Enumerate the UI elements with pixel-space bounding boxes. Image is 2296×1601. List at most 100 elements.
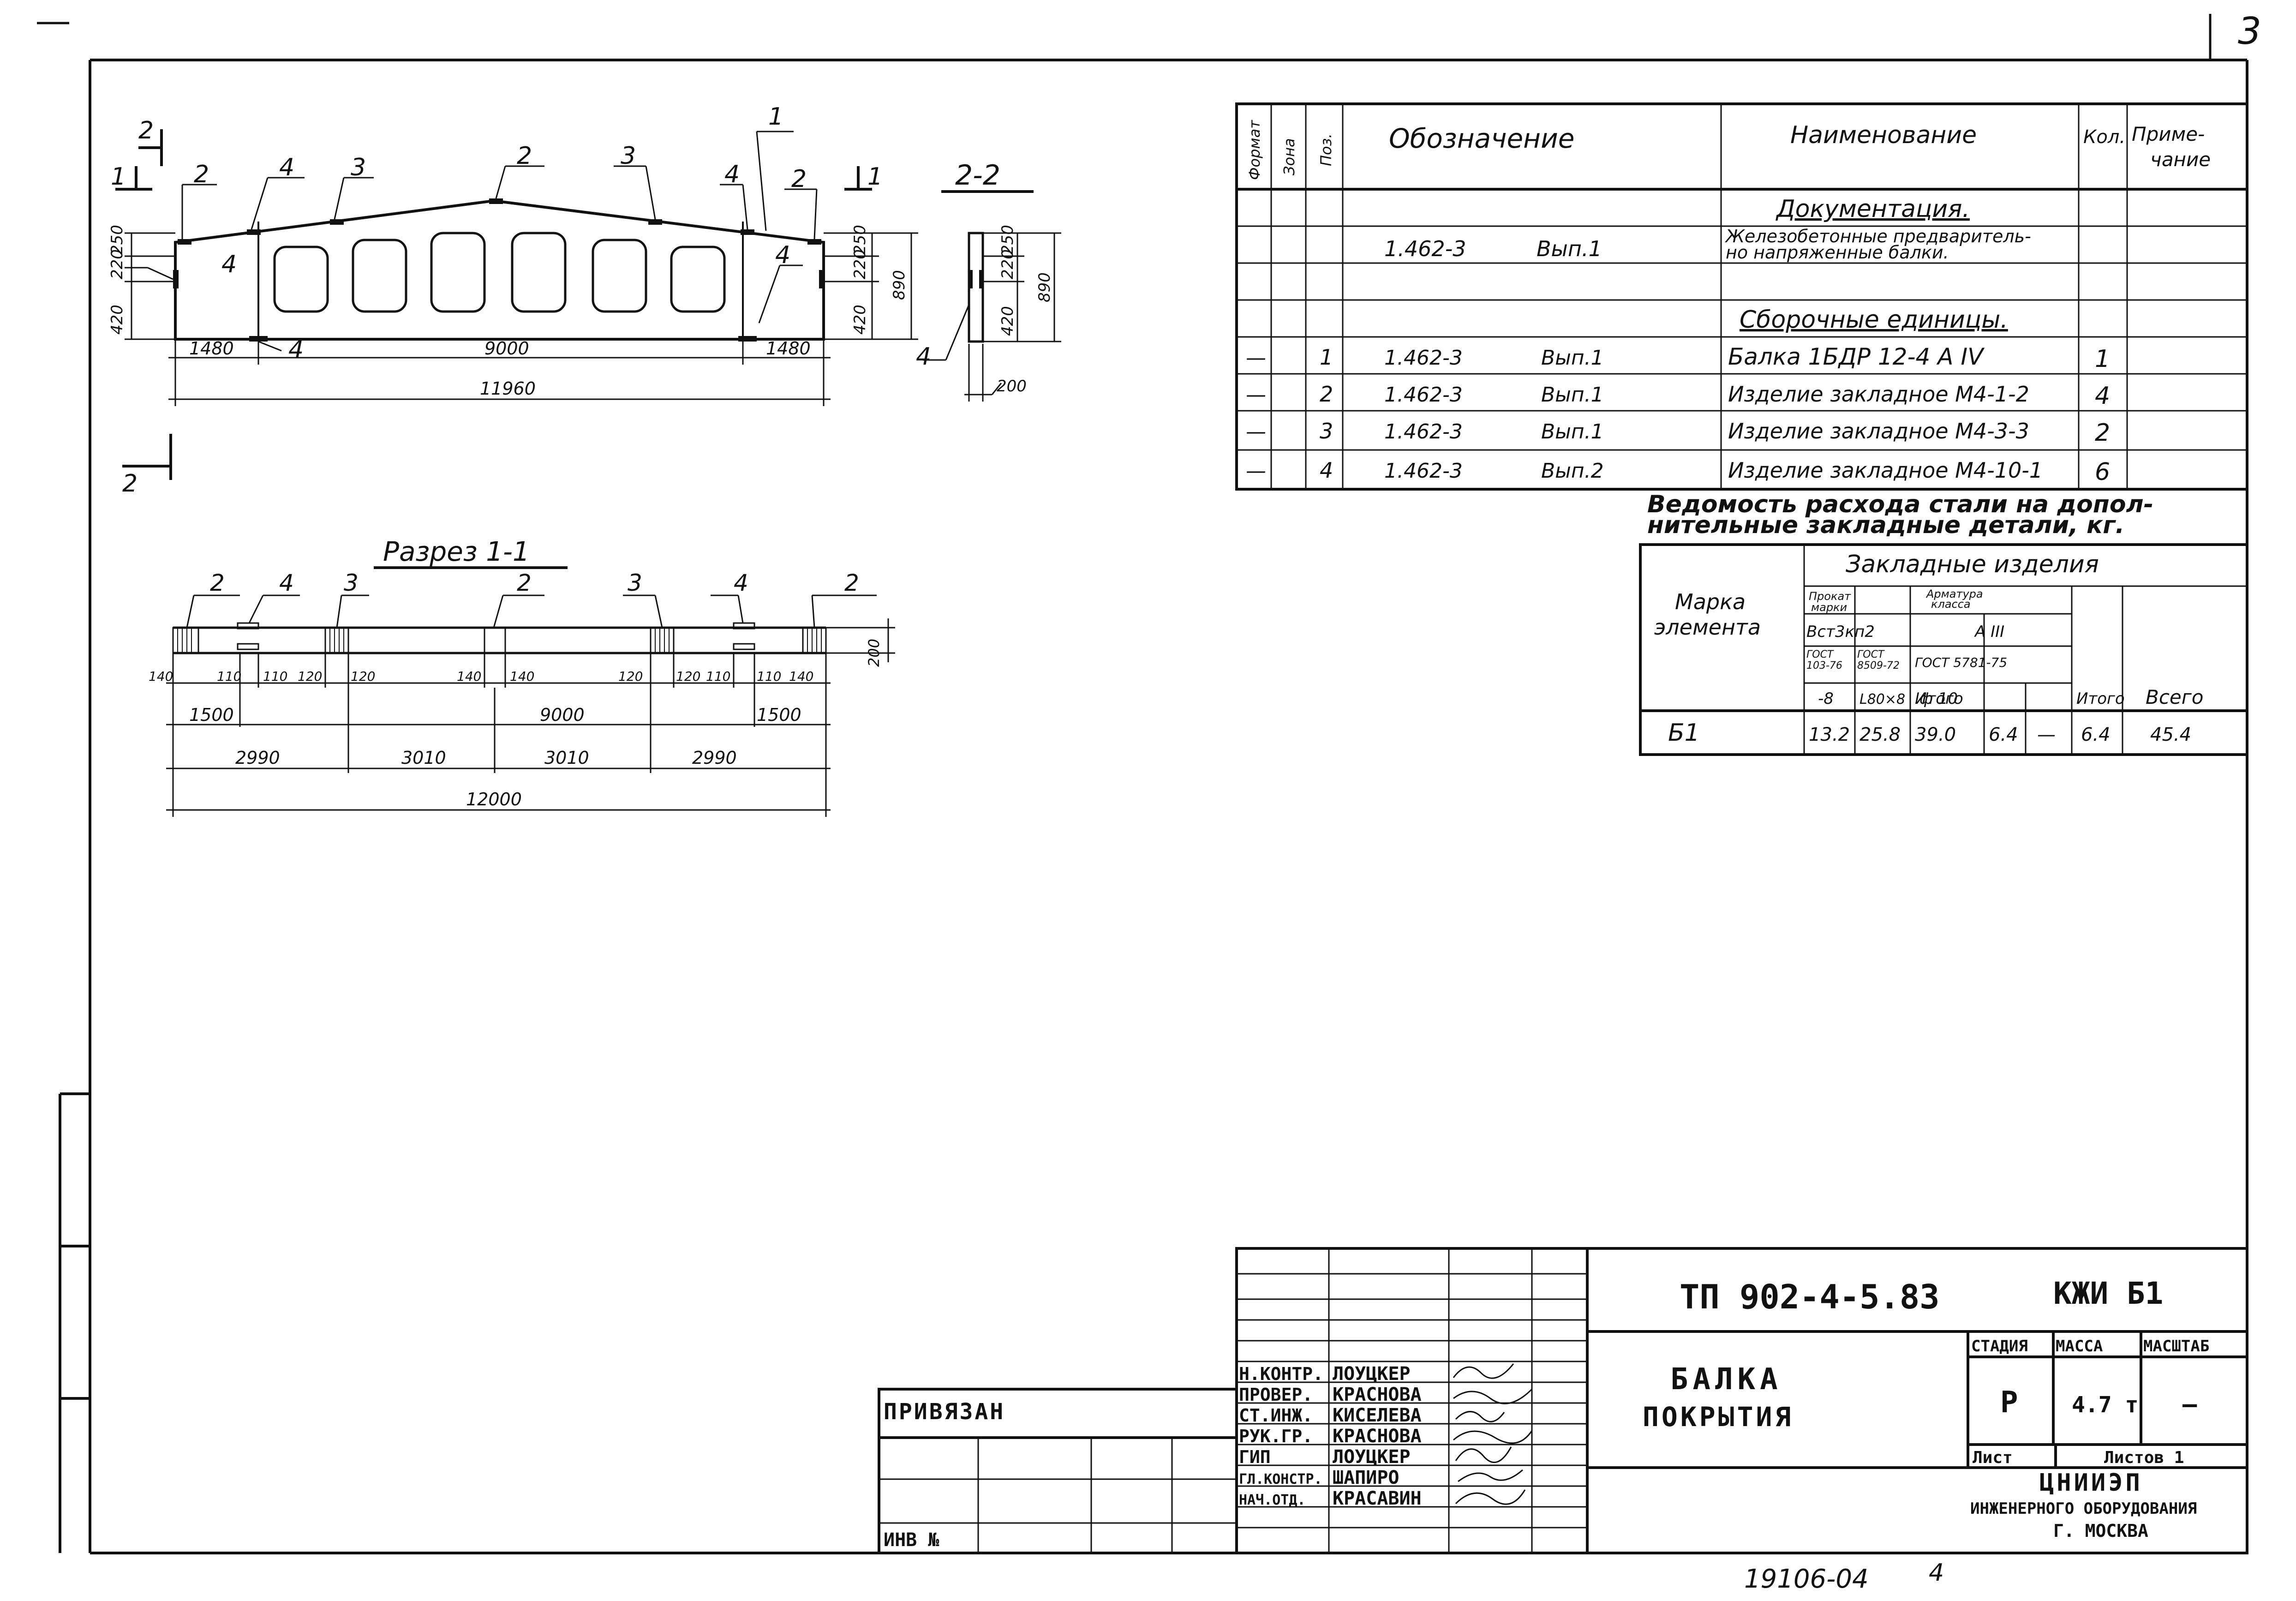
group-header: Закладные изделия <box>1846 551 2099 578</box>
col-format: Формат <box>1246 120 1263 180</box>
gost-2-line-1: ГОСТ <box>1857 649 1885 660</box>
callout-label: 4 <box>279 154 294 181</box>
dim-label: 890 <box>1035 272 1054 302</box>
dim-label: 9000 <box>540 705 585 725</box>
mark-header-line-2: элемента <box>1654 615 1761 640</box>
rolled-header-line-1: Прокат <box>1809 590 1851 603</box>
signature <box>1455 1489 1526 1505</box>
staff-role: ГИП <box>1239 1447 1271 1467</box>
col-rebar: ф 10 <box>1919 690 1958 708</box>
cell-value: 39.0 <box>1915 724 1956 745</box>
col-name: Наименование <box>1790 121 1977 149</box>
section-1-1-dim-lines <box>166 653 831 817</box>
cell-mark: Б1 <box>1668 719 1700 747</box>
staff-role: ГЛ.КОНСТР. <box>1239 1471 1322 1487</box>
dim-label: 140 <box>510 669 534 684</box>
dim-label: 110 <box>217 669 241 684</box>
row-code: 1.462-3 <box>1384 346 1463 370</box>
beam-elevation: 2 4 3 2 3 4 2 1 4 4 4 2 1 1 2 <box>108 103 918 498</box>
inventory-label: ИНВ № <box>884 1529 939 1551</box>
dim-label: 110 <box>757 669 781 684</box>
dim-label: 3010 <box>544 748 589 768</box>
staff-role: РУК.ГР. <box>1239 1426 1313 1446</box>
callout-label: 4 <box>221 251 237 278</box>
row-qty: 6 <box>2095 458 2110 486</box>
embedded-plate <box>968 270 973 288</box>
rebar-header: Арматура класса <box>1925 588 1986 611</box>
section-title: Разрез 1-1 <box>383 536 530 567</box>
cut-label: 1 <box>111 163 126 191</box>
gost-2: ГОСТ 8509-72 <box>1857 649 1900 672</box>
doc-name-line2: но напряженные балки. <box>1726 242 1949 263</box>
rebar-class: А III <box>1974 623 2004 641</box>
bottom-length-labels: 1480 9000 1480 11960 <box>189 338 811 399</box>
dim-total: 11960 <box>480 378 536 399</box>
binding-frame <box>878 1388 1238 1554</box>
stage-header: СТАДИЯ <box>1971 1337 2028 1355</box>
dim-label: 420 <box>999 306 1017 336</box>
callout-label: 3 <box>628 570 642 596</box>
dim-label: 2990 <box>235 748 280 768</box>
note-line-2: чание <box>2150 148 2211 171</box>
staff-name: КРАСНОВА <box>1333 1426 1422 1447</box>
row-name: Балка 1БДР 12-4 А IV <box>1728 343 1985 370</box>
callout-labels: 2 4 3 2 3 4 2 1 4 4 4 <box>194 103 807 364</box>
rolled-grade: Вст3кп2 <box>1806 623 1875 641</box>
steel-title-line1: Ведомость расхода стали на допол- <box>1647 491 2153 518</box>
cell-value: 25.8 <box>1860 724 1901 745</box>
callout-label: 3 <box>344 570 359 596</box>
staff-grid <box>1237 1248 1587 1553</box>
dim-label: 1500 <box>757 705 801 725</box>
section-title: 2-2 <box>955 159 1000 192</box>
dim-label: 110 <box>263 669 287 684</box>
row-format: — <box>1246 420 1266 444</box>
org-city: Г. МОСКВА <box>2053 1521 2148 1541</box>
gost-1-line-1: ГОСТ <box>1806 649 1834 660</box>
spec-row: — 2 1.462-3 Вып.1 Изделие закладное М4-1… <box>1246 382 2110 410</box>
col-total-2: Итого <box>2076 690 2125 708</box>
binding-strip <box>59 1092 90 1553</box>
sheet-frame <box>89 59 2248 1554</box>
row-pos: 3 <box>1320 419 1333 444</box>
beam-outline <box>174 199 825 341</box>
col-zone: Зона <box>1280 138 1298 175</box>
row-name: Изделие закладное М4-10-1 <box>1728 458 2043 483</box>
embedded-parts <box>173 198 825 342</box>
cell-value: 6.4 <box>2081 724 2111 745</box>
row-issue: Вып.1 <box>1541 383 1604 407</box>
dim-label: 9000 <box>484 338 529 359</box>
callout-label: 2 <box>210 570 225 596</box>
row-format: — <box>1246 346 1266 370</box>
staff-name: ЛОУЦКЕР <box>1333 1446 1411 1468</box>
steel-grid <box>1639 543 2248 756</box>
callout-label: 4 <box>724 161 740 188</box>
dim-label: 110 <box>706 669 730 684</box>
callout-label: 2 <box>844 570 859 596</box>
org-name: ЦНИИЭП <box>2039 1469 2143 1497</box>
callout-label: 2 <box>517 142 532 170</box>
gost-2-line-2: 8509-72 <box>1857 660 1900 672</box>
row-format: — <box>1246 383 1266 407</box>
dim-label: 2990 <box>692 748 737 768</box>
callout-label: 4 <box>916 343 931 371</box>
left-height-labels: 250 220 420 <box>108 225 126 335</box>
staff-role: НАЧ.ОТД. <box>1239 1492 1306 1508</box>
row-qty: 1 <box>2095 345 2110 373</box>
section-2-2: 2-2 250 220 420 890 200 4 <box>916 159 1061 402</box>
dim-label: 140 <box>149 669 173 684</box>
col-qty: Кол. <box>2083 126 2125 148</box>
signature <box>1455 1446 1512 1463</box>
spec-vertical-headers: Формат Зона Поз. <box>1246 120 1335 180</box>
dim-label: 250 <box>999 225 1017 255</box>
cut-label: 1 <box>867 163 883 191</box>
spec-table: Формат Зона Поз. Обозначение Наименовани… <box>1235 102 2248 491</box>
signature <box>1453 1388 1533 1404</box>
row-name: Изделие закладное М4-1-2 <box>1728 382 2029 407</box>
section-1-1-leaders <box>186 594 877 628</box>
cut-label: 2 <box>122 470 138 498</box>
sheets-total-label: Листов 1 <box>2104 1448 2184 1467</box>
rolled-header-line-2: марки <box>1811 601 1847 614</box>
col-plate: -8 <box>1818 690 1834 708</box>
signature <box>1458 1469 1523 1482</box>
spec-grid-lines <box>1237 104 2247 489</box>
